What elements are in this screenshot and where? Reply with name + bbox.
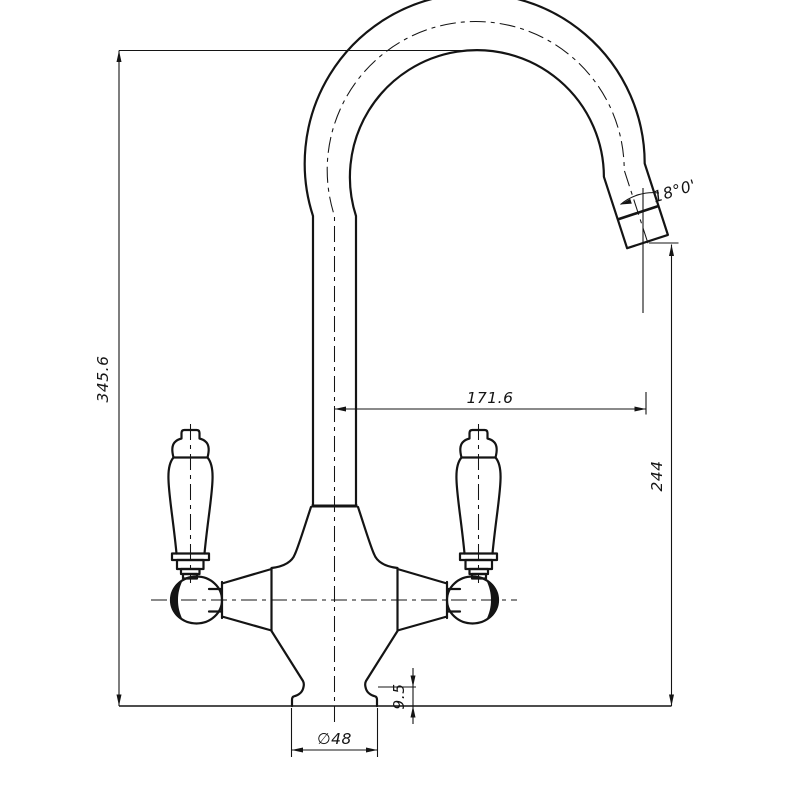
dim-label-spout-reach: 171.6	[467, 389, 514, 407]
spout-tube	[303, 0, 669, 508]
arrow-up	[410, 706, 416, 718]
angle-arc	[620, 192, 660, 205]
handle-collar	[170, 552, 211, 562]
dim-overall-height: 345.6	[94, 49, 487, 706]
handle-stem-step-3	[181, 572, 199, 580]
arrow-right	[634, 406, 646, 412]
angle-arc-arrow	[620, 198, 632, 205]
dim-base-shoulder: 9.5	[378, 668, 416, 724]
dim-outlet-height: 244	[648, 242, 679, 706]
arrow-down	[116, 694, 122, 706]
arrow-up	[116, 50, 122, 62]
main-axis-centerline	[326, 20, 649, 722]
dim-label-spout-angle: 18°0'	[651, 176, 698, 206]
aerator-joint-line	[617, 204, 659, 221]
arrow-down	[669, 694, 674, 706]
body-left-contour	[270, 505, 313, 708]
dim-spout-reach: 171.6	[334, 389, 647, 415]
arrow-up	[669, 244, 674, 256]
dim-label-outlet-height: 244	[648, 460, 666, 491]
dim-base-diameter: ∅48	[290, 708, 379, 757]
lever-handle-knob	[171, 428, 210, 459]
lever-handle-body	[167, 456, 214, 555]
left-valve-assembly	[167, 428, 273, 632]
arrow-left	[334, 406, 346, 412]
centerlines	[151, 20, 649, 722]
valve-end-cap	[171, 579, 183, 621]
dim-label-base-shoulder: 9.5	[390, 683, 408, 709]
arrow-right	[366, 747, 378, 753]
arrow-left	[291, 747, 303, 753]
faucet-outline	[167, 0, 669, 708]
dim-label-base-diameter: ∅48	[317, 730, 352, 748]
dim-spout-angle: 18°0'	[620, 176, 698, 313]
arrow-down	[410, 675, 416, 687]
dim-label-overall-height: 345.6	[94, 356, 112, 403]
body-right-contour	[356, 505, 399, 708]
